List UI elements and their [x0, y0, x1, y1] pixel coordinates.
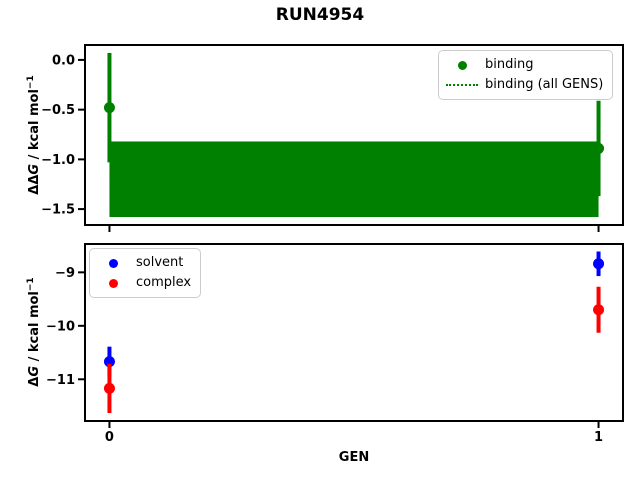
binding-all-gens-dotted-line-icon	[446, 84, 478, 86]
y-tick-label: −11	[46, 373, 75, 388]
bottom-ylabel-superscript: −1	[25, 277, 36, 292]
axes-frame	[84, 243, 624, 422]
y-tick-label: −9	[55, 266, 75, 281]
legend-entry-solvent: solvent	[90, 253, 191, 273]
complex-marker-icon	[108, 278, 118, 288]
x-tick-label: 1	[594, 430, 603, 445]
solvent-marker-icon	[108, 258, 118, 268]
y-tick-label: −10	[46, 319, 75, 334]
binding-data-point	[593, 142, 605, 154]
solvent-data-point	[593, 258, 605, 270]
x-axis-label: GEN	[338, 450, 370, 465]
figure-title: RUN4954	[275, 5, 365, 25]
legend-label-complex: complex	[136, 275, 192, 290]
legend-label-solvent: solvent	[136, 255, 184, 270]
bottom-ylabel-variable: G	[27, 365, 43, 377]
top-ylabel-superscript: −1	[25, 75, 36, 90]
binding-marker-icon	[457, 60, 467, 70]
legend-entry-complex: complex	[90, 273, 191, 293]
top-ylabel-delta: ΔΔ	[27, 174, 43, 195]
top-legend: binding binding (all GENS)	[438, 50, 614, 100]
bottom-legend: solvent complex	[89, 248, 202, 298]
axes-frame	[84, 44, 624, 226]
all-gens-uncertainty-band	[109, 141, 599, 218]
legend-label-binding-all-gens: binding (all GENS)	[485, 77, 604, 92]
y-tick-label: −0.5	[41, 103, 75, 118]
bottom-ylabel-delta: Δ	[27, 376, 43, 387]
y-tick-label: −1.5	[41, 203, 75, 218]
legend-entry-binding-all-gens: binding (all GENS)	[439, 75, 603, 95]
legend-label-binding: binding	[485, 57, 534, 72]
complex-data-point	[103, 382, 115, 394]
x-tick-label: 0	[105, 430, 114, 445]
y-tick-label: 0.0	[52, 53, 75, 68]
complex-data-point	[593, 304, 605, 316]
solvent-data-point	[103, 356, 115, 368]
y-tick-label: −1.0	[41, 153, 75, 168]
top-ylabel-variable: G	[27, 163, 43, 175]
bottom-ylabel-unit: / kcal mol	[27, 291, 43, 366]
binding-data-point	[103, 102, 115, 114]
legend-entry-binding: binding	[439, 55, 603, 75]
top-ylabel-unit: / kcal mol	[27, 89, 43, 164]
